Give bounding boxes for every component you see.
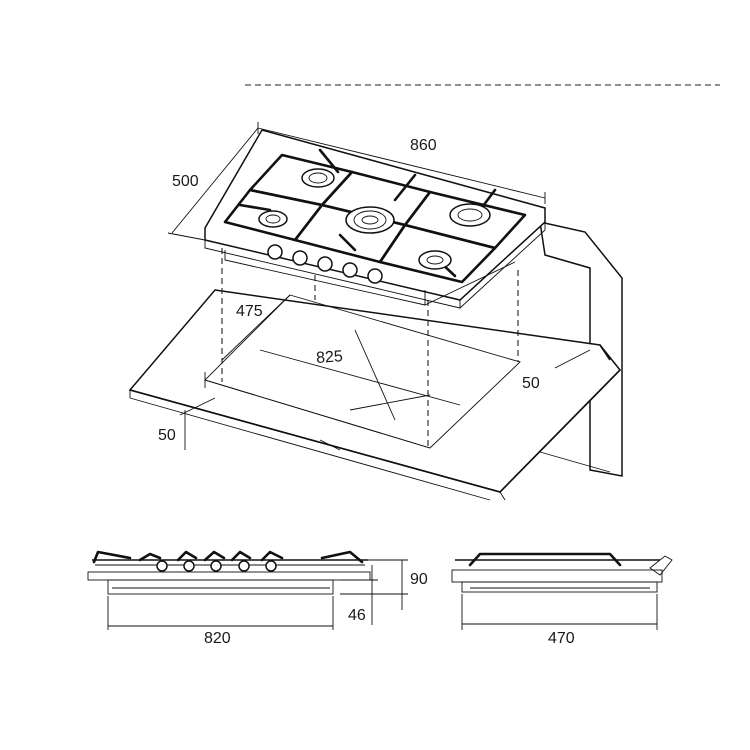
side-elevation	[451, 552, 673, 630]
burners	[258, 168, 491, 270]
burner-front-right	[418, 250, 452, 270]
knob-3-icon	[317, 256, 333, 272]
knob-4-icon	[342, 262, 358, 278]
control-knobs	[267, 244, 383, 284]
dim-width-front: 820	[204, 630, 231, 647]
dim-cutout-width: 825	[316, 348, 344, 367]
hob-underbody	[224, 250, 516, 306]
burner-center-wok	[345, 206, 395, 234]
dim-front-clearance: 50	[158, 427, 176, 444]
burner-rear-left	[301, 168, 335, 188]
countertop	[128, 221, 623, 501]
knob-5-icon	[367, 268, 383, 284]
dim-cutout-depth: 475	[236, 303, 263, 320]
dim-wall-clearance: 50	[522, 375, 540, 392]
knob-1-icon	[267, 244, 283, 260]
knob-2-icon	[292, 250, 308, 266]
dim-height-total: 90	[410, 571, 428, 588]
burner-front-left	[258, 210, 288, 228]
dim-depth-side: 470	[548, 630, 575, 647]
dim-depth-top: 500	[172, 173, 199, 190]
dimension-lines	[167, 122, 591, 450]
front-elevation	[87, 550, 408, 630]
burner-rear-right	[449, 203, 491, 227]
dim-width-top: 860	[410, 137, 437, 154]
dim-height-below: 46	[348, 607, 366, 624]
